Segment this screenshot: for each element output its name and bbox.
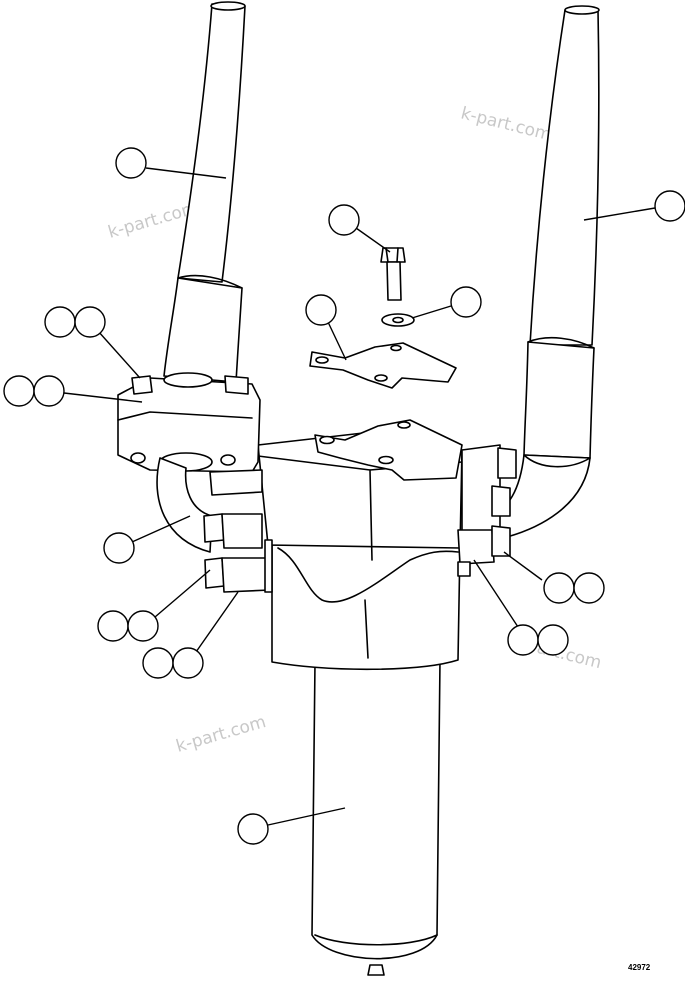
hose-left [163, 1, 246, 383]
callout-tube-elbow [103, 515, 191, 564]
manifold-head [257, 419, 501, 671]
callout-fitting-left-upper [97, 569, 211, 642]
bolt [380, 247, 406, 301]
fitting-left-upper [203, 513, 263, 549]
watermark: k-part.com [174, 712, 268, 757]
figure-number: 42972 [628, 963, 651, 972]
callout-flange [3, 375, 143, 407]
flange [117, 372, 261, 473]
callout-fitting-right-lower [473, 559, 569, 656]
callout-flange-bolt [44, 306, 141, 379]
callout-bracket [305, 294, 347, 361]
callout-fitting-right-upper [503, 551, 605, 604]
flange-bolt [131, 375, 249, 395]
callout-fitting-left-lower [142, 591, 239, 679]
callout-bolt [328, 204, 391, 253]
fitting-right-lower [457, 525, 511, 577]
filter-element [311, 659, 441, 976]
callout-filter-element [237, 807, 346, 845]
callout-washer [411, 286, 482, 319]
fitting-right-upper [491, 447, 517, 517]
tube-elbow [156, 457, 263, 553]
bracket [309, 342, 457, 389]
watermark: k-part.com [459, 103, 554, 145]
fitting-left-lower [204, 539, 273, 593]
hose-right [489, 5, 600, 541]
washer [381, 313, 415, 327]
callout-hose-left [115, 147, 227, 179]
callout-hose-right [583, 190, 685, 222]
